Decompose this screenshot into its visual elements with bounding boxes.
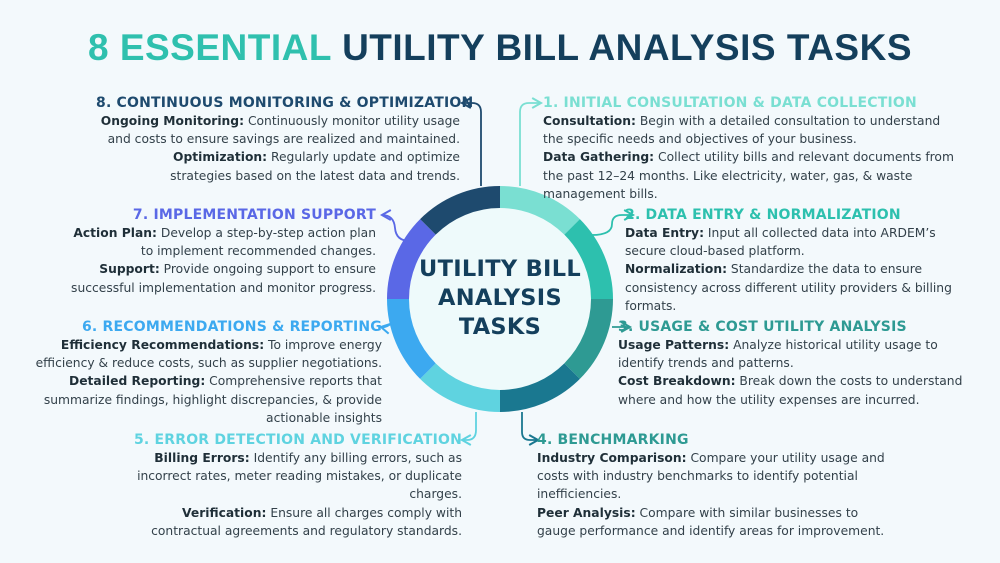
connector-7 (379, 209, 411, 242)
step-7-block: 7. IMPLEMENTATION SUPPORT Action Plan: D… (40, 206, 376, 297)
connector-2 (591, 209, 636, 236)
title-accent: 8 ESSENTIAL (87, 27, 332, 68)
step-7-item-1: Action Plan: Develop a step-by-step acti… (73, 226, 376, 259)
step-5-block: 5. ERROR DETECTION AND VERIFICATION Bill… (120, 431, 462, 540)
step-2-block: 2. DATA ENTRY & NORMALIZATION Data Entry… (625, 206, 975, 315)
step-6-item-1: Efficiency Recommendations: To improve e… (35, 338, 382, 371)
step-3-block: 3. USAGE & COST UTILITY ANALYSIS Usage P… (618, 318, 978, 409)
center-title-line-1: UTILITY BILL (419, 256, 581, 282)
step-7-item-2: Support: Provide ongoing support to ensu… (71, 262, 376, 295)
center-title-line-2: ANALYSIS (438, 285, 562, 311)
connector-8 (459, 97, 482, 186)
center-title: UTILITY BILL ANALYSIS TASKS (400, 255, 600, 342)
step-3-item-1: Usage Patterns: Analyze historical utili… (618, 338, 938, 371)
ring-segment-4 (499, 363, 580, 412)
step-6-item-2: Detailed Reporting: Comprehensive report… (43, 374, 382, 425)
step-1-item-1: Consultation: Begin with a detailed cons… (543, 114, 941, 147)
step-8-item-1: Ongoing Monitoring: Continuously monitor… (100, 114, 460, 147)
ring-segment-1 (499, 186, 580, 235)
center-disc (408, 207, 592, 391)
step-4-heading: 4. BENCHMARKING (537, 432, 689, 448)
page-title: 8 ESSENTIAL UTILITY BILL ANALYSIS TASKS (0, 26, 1000, 70)
step-6-block: 6. RECOMMENDATIONS & REPORTING Efficienc… (10, 318, 382, 427)
ring-segment-6 (387, 298, 436, 379)
step-4-item-1: Industry Comparison: Compare your utilit… (537, 451, 885, 502)
step-2-heading: 2. DATA ENTRY & NORMALIZATION (625, 207, 901, 223)
step-5-heading: 5. ERROR DETECTION AND VERIFICATION (133, 432, 462, 448)
step-5-item-1: Billing Errors: Identify any billing err… (137, 451, 462, 502)
step-8-heading: 8. CONTINUOUS MONITORING & OPTIMIZATION (96, 95, 474, 111)
step-7-heading: 7. IMPLEMENTATION SUPPORT (132, 207, 376, 223)
ring (387, 186, 613, 412)
connector-6 (379, 322, 393, 335)
step-4-block: 4. BENCHMARKING Industry Comparison: Com… (537, 431, 907, 540)
step-8-item-2: Optimization: Regularly update and optim… (170, 150, 460, 183)
title-main: UTILITY BILL ANALYSIS TASKS (342, 27, 913, 68)
step-5-item-2: Verification: Ensure all charges comply … (151, 505, 462, 538)
ring-segment-2 (564, 219, 613, 300)
step-2-item-1: Data Entry: Input all collected data int… (625, 226, 936, 259)
step-3-heading: 3. USAGE & COST UTILITY ANALYSIS (618, 319, 907, 335)
connector-1 (519, 97, 544, 186)
step-1-item-2: Data Gathering: Collect utility bills an… (543, 150, 954, 201)
ring-segment-7 (387, 219, 436, 300)
step-8-block: 8. CONTINUOUS MONITORING & OPTIMIZATION … (96, 94, 474, 185)
center-title-line-3: TASKS (458, 314, 542, 340)
connector-4 (521, 412, 541, 446)
connector-5 (459, 412, 477, 446)
ring-segment-5 (420, 363, 501, 412)
ring-segment-8 (420, 186, 501, 235)
step-4-item-2: Peer Analysis: Compare with similar busi… (537, 505, 885, 538)
step-6-heading: 6. RECOMMENDATIONS & REPORTING (81, 319, 382, 335)
step-3-item-2: Cost Breakdown: Break down the costs to … (618, 374, 963, 407)
step-2-item-2: Normalization: Standardize the data to e… (625, 262, 952, 313)
step-1-block: 1. INITIAL CONSULTATION & DATA COLLECTIO… (543, 94, 963, 203)
step-1-heading: 1. INITIAL CONSULTATION & DATA COLLECTIO… (543, 95, 917, 111)
ring-segment-3 (564, 298, 613, 379)
